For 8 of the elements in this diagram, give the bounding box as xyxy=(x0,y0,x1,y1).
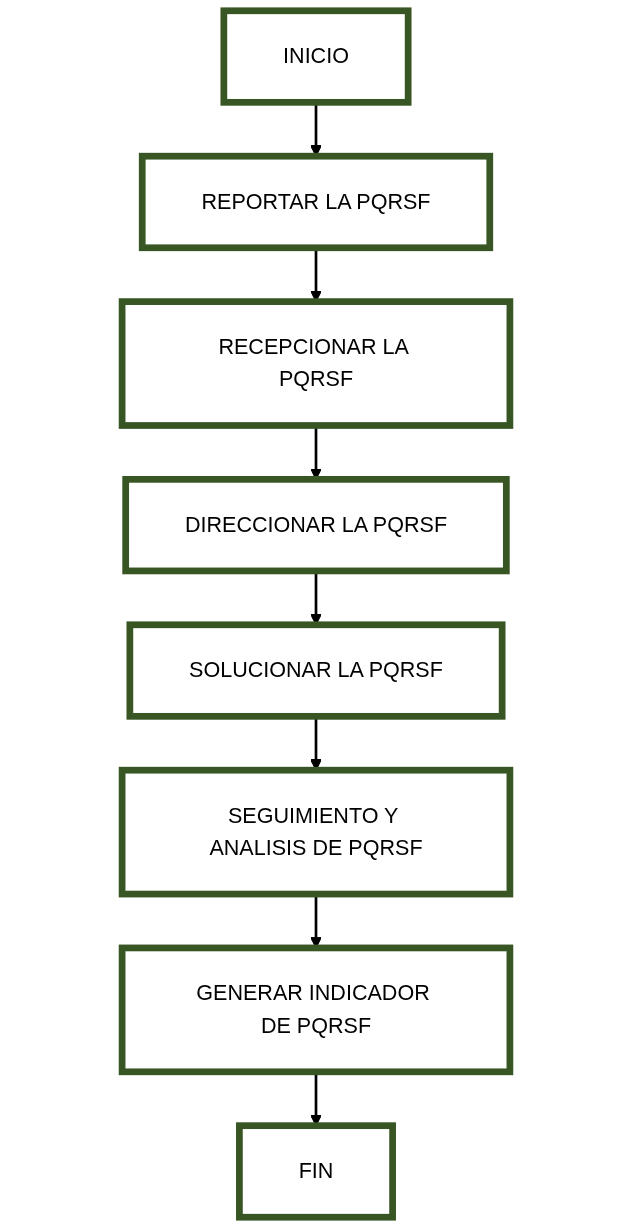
node-box: DIRECCIONAR LA PQRSF xyxy=(121,476,510,575)
node-box: SOLUCIONAR LA PQRSF xyxy=(126,621,505,720)
node-box: FIN xyxy=(235,1122,396,1221)
node-box: REPORTAR LA PQRSF xyxy=(138,152,493,252)
node-box: INICIO xyxy=(219,7,412,106)
node-box: GENERAR INDICADOR DE PQRSF xyxy=(118,944,513,1076)
node-box: RECEPCIONAR LA PQRSF xyxy=(118,298,513,429)
node-box: SEGUIMIENTO Y ANALISIS DE PQRSF xyxy=(118,766,513,898)
